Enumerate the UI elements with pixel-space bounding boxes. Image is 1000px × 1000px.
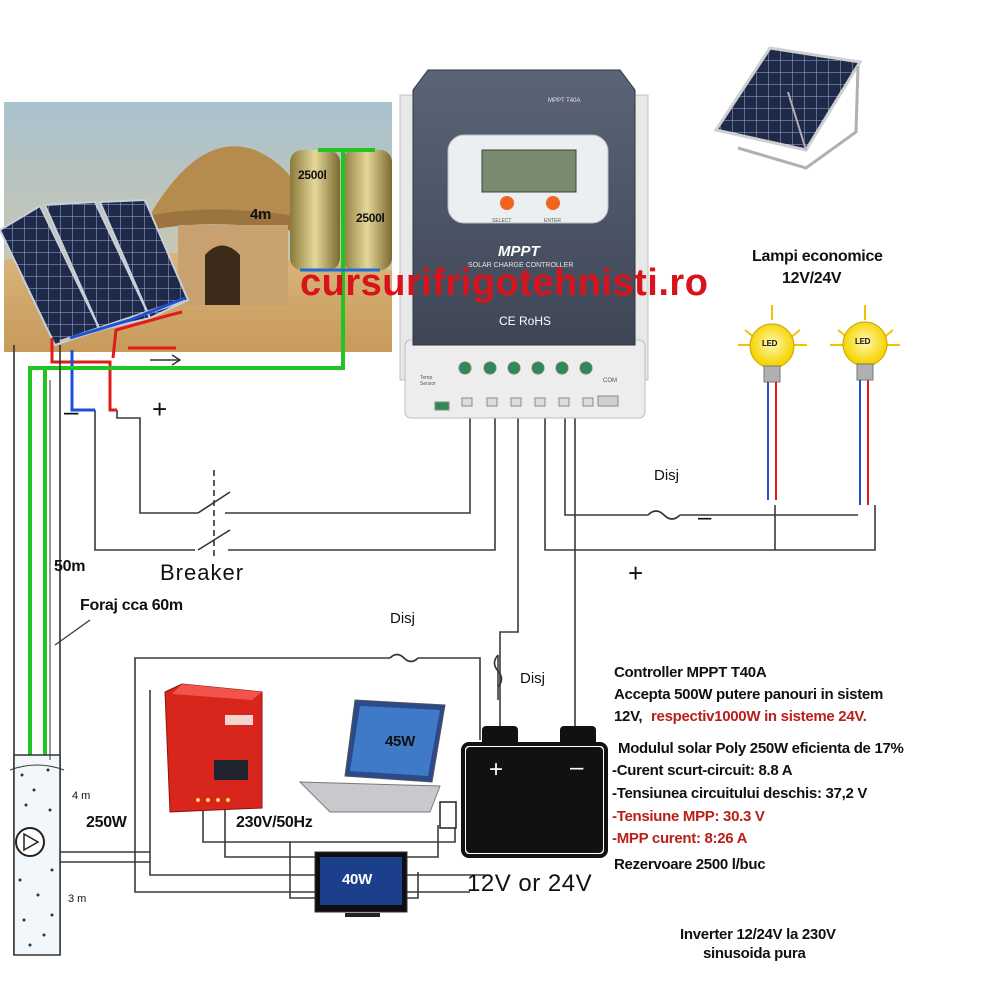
spec-line-6: -Tensiunea circuitului deschis: 37,2 V (612, 785, 868, 802)
panel-minus: – (64, 396, 79, 426)
depth-label: 50m (54, 558, 86, 575)
controller-subheader: SOLAR CHARGE CONTROLLER (468, 262, 574, 269)
temp-sensor-label: Temp Sensor (420, 375, 436, 387)
tv (314, 851, 408, 917)
borehole (9, 345, 91, 956)
led-lamp-1 (738, 305, 807, 500)
inverter (164, 683, 263, 813)
lamps-title-1: Lampi economice (752, 248, 883, 265)
foraj-label: Foraj cca 60m (80, 597, 183, 614)
spec-line-2: Accepta 500W putere panouri in sistem (614, 686, 883, 703)
tv-power-label: 40W (342, 871, 372, 888)
com-label: COM (603, 378, 617, 384)
desert-scene-photo (4, 102, 392, 352)
spec-line-9: Rezervoare 2500 l/buc (614, 856, 766, 873)
tank-2-label: 2500l (356, 211, 385, 225)
tank-1-label: 2500l (298, 168, 327, 182)
spec-line-8: -MPP curent: 8:26 A (612, 830, 748, 847)
spec-line-5: -Curent scurt-circuit: 8.8 A (612, 762, 793, 779)
wiring (60, 405, 876, 899)
cert-label: CE RoHS (499, 314, 552, 328)
lamps-title-2: 12V/24V (782, 270, 842, 287)
laptop (298, 699, 457, 829)
mppt-controller (399, 69, 649, 419)
spec-line-1: Controller MPPT T40A (614, 664, 767, 681)
inverter-note-1: Inverter 12/24V la 230V (680, 926, 836, 943)
ac-output-label: 230V/50Hz (236, 814, 313, 831)
bottom-label: 3 m (68, 893, 87, 905)
laptop-power-label: 45W (385, 733, 415, 750)
panel-plus: + (152, 394, 168, 424)
select-button: SELECT (492, 218, 512, 224)
breaker-switch (197, 470, 231, 560)
spec-line-3b: respectiv1000W in sisteme 24V. (651, 708, 867, 725)
led-lamp-2 (830, 305, 900, 505)
battery-minus: – (570, 754, 584, 781)
disj-label-2: Disj (390, 610, 415, 627)
pump-power-label: 250W (86, 814, 127, 831)
watermark-text: cursurifrigotehnisti.ro (300, 262, 709, 304)
lamp-1-label: LED (762, 339, 778, 348)
disj-label-1: Disj (654, 467, 679, 484)
lamp-minus: – (698, 504, 712, 531)
spec-line-4: Modulul solar Poly 250W eficienta de 17% (618, 740, 904, 757)
battery-voltage-label: 12V or 24V (467, 870, 593, 897)
breaker-label: Breaker (160, 560, 245, 585)
lamp-2-label: LED (855, 337, 871, 346)
fuse-symbols (389, 510, 681, 688)
battery-plus: + (489, 756, 504, 783)
controller-model-small: MPPT T40A (548, 98, 581, 104)
spec-line-3a: 12V, (614, 708, 643, 725)
lamp-plus: + (628, 558, 644, 588)
inverter-note-2: sinusoida pura (703, 945, 806, 962)
solar-panel-photo (713, 46, 863, 170)
battery (461, 726, 608, 858)
enter-button: ENTER (544, 218, 561, 224)
pump (15, 827, 45, 857)
pump-gap-label: 4 m (72, 790, 91, 802)
tank-height-label: 4m (250, 206, 272, 223)
controller-header: MPPT (498, 243, 540, 260)
water-pipe (28, 148, 375, 840)
flow-arrow (150, 354, 182, 366)
spec-line-7: -Tensiune MPP: 30.3 V (612, 808, 765, 825)
disj-label-3: Disj (520, 670, 545, 687)
